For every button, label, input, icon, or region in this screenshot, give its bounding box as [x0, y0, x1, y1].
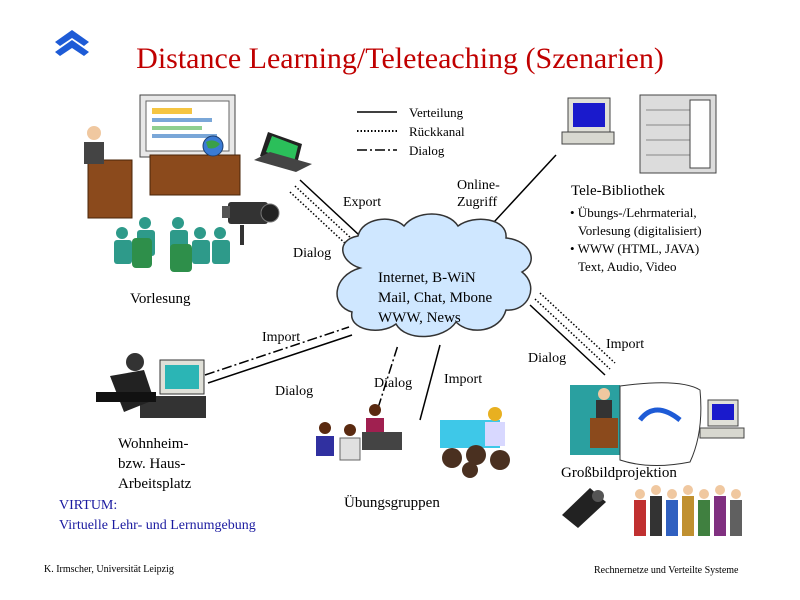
cloud-line-3: WWW, News [378, 310, 461, 326]
bibliothek-items: • Übungs-/Lehrmaterial, Vorlesung (digit… [570, 204, 702, 276]
edge-label-import-bottom: Import [444, 372, 483, 387]
lecture-illustration [84, 94, 241, 272]
projection-illustration [570, 382, 745, 467]
connection-uebungsgruppen [377, 344, 441, 421]
edge-label-dialog-right: Dialog [528, 351, 567, 366]
node-label-uebungsgruppen: Übungsgruppen [344, 495, 440, 511]
wohnheim-line-1: Wohnheim- [118, 436, 189, 452]
node-label-grossbildprojektion: Großbildprojektion [561, 465, 677, 481]
edge-label-dialog-left: Dialog [275, 384, 314, 399]
bibliothek-item-1: • Übungs-/Lehrmaterial, [570, 205, 697, 220]
edge-label-dialog-top: Dialog [293, 246, 332, 261]
internet-cloud [336, 213, 532, 338]
wohnheim-line-3: Arbeitsplatz [118, 476, 192, 492]
connection-grossbild [529, 292, 616, 376]
library-server-illustration [561, 94, 717, 174]
footer-department: Rechnernetze und Verteilte Systeme [594, 565, 739, 576]
cloud-line-1: Internet, B-WiN [378, 270, 476, 286]
camera-icon [562, 488, 606, 528]
bibliothek-item-4: Text, Audio, Video [578, 259, 677, 274]
group-exercise-illustration [316, 404, 510, 478]
node-label-vorlesung: Vorlesung [130, 291, 191, 307]
logo-icon [55, 30, 89, 56]
laptop-icon [254, 132, 312, 172]
legend-lines [357, 111, 397, 151]
page-title: Distance Learning/Teleteaching (Szenarie… [136, 42, 664, 75]
node-label-bibliothek: Tele-Bibliothek [571, 183, 665, 199]
connection-wohnheim [204, 326, 353, 384]
people-crowd-illustration [634, 485, 742, 536]
online-line-1: Online- [457, 178, 500, 193]
node-label-wohnheim: Wohnheim- bzw. Haus- Arbeitsplatz [118, 434, 191, 494]
edge-label-dialog-bottom: Dialog [374, 376, 413, 391]
virtum-title: VIRTUM: [59, 498, 118, 513]
wohnheim-line-2: bzw. Haus- [118, 456, 186, 472]
video-camera-icon [222, 202, 280, 245]
bibliothek-item-3: • WWW (HTML, JAVA) [570, 241, 700, 256]
edge-label-import-left: Import [262, 330, 301, 345]
workstation-illustration [96, 353, 206, 418]
online-line-2: Zugriff [457, 195, 498, 210]
footer-author: K. Irmscher, Universität Leipzig [44, 564, 174, 575]
legend-label-dialog: Dialog [409, 143, 445, 158]
edge-label-export: Export [343, 195, 382, 210]
bibliothek-item-2: Vorlesung (digitalisiert) [578, 223, 702, 238]
legend-label-verteilung: Verteilung [409, 105, 464, 120]
legend-label-rueckkanal: Rückkanal [409, 124, 465, 139]
edge-label-import-right: Import [606, 337, 645, 352]
virtum-subtitle: Virtuelle Lehr- und Lernumgebung [59, 518, 256, 533]
internet-cloud-label: Internet, B-WiN Mail, Chat, Mbone WWW, N… [378, 268, 492, 328]
edge-label-online-zugriff: Online- Zugriff [457, 177, 500, 211]
cloud-line-2: Mail, Chat, Mbone [378, 290, 493, 306]
